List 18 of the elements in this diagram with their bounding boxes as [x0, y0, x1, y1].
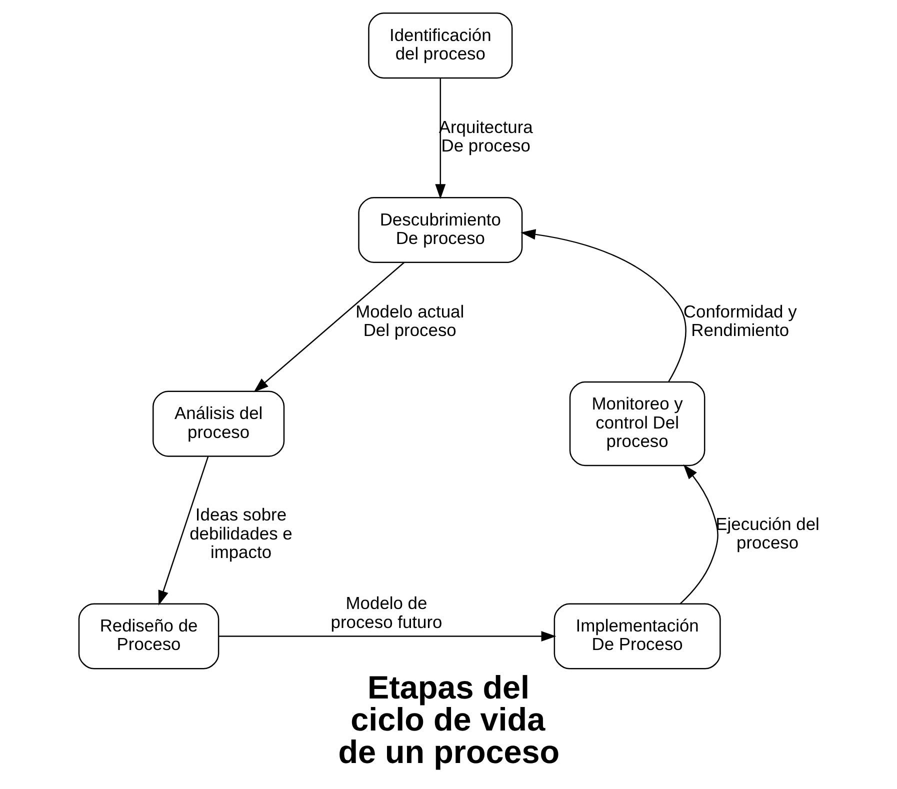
edge-label: Modelo actual Del proceso [356, 301, 464, 340]
node-box: Descubrimiento De proceso [358, 196, 523, 264]
arrow [435, 78, 446, 200]
edge-label: Conformidad y Rendimiento [683, 301, 797, 340]
node-box: Identificación del proceso [368, 12, 513, 79]
arrow [680, 464, 718, 604]
arrow [520, 229, 686, 382]
node-box: Rediseño de Proceso [78, 603, 220, 670]
diagram-title: Etapas del ciclo de vida de un proceso [338, 669, 560, 770]
edge-label: Ejecución del proceso [716, 514, 820, 553]
node-box: Monitoreo y control Del proceso [569, 381, 706, 466]
arrow [218, 631, 556, 642]
node-box: Análisis del proceso [152, 390, 285, 457]
edge-label: Ideas sobre debilidades e impacto [190, 504, 292, 562]
arrow [254, 262, 405, 392]
arrow [158, 456, 209, 606]
edge-label: Modelo de proceso futuro [330, 593, 442, 632]
node-box: Implementación De Proceso [554, 603, 721, 670]
